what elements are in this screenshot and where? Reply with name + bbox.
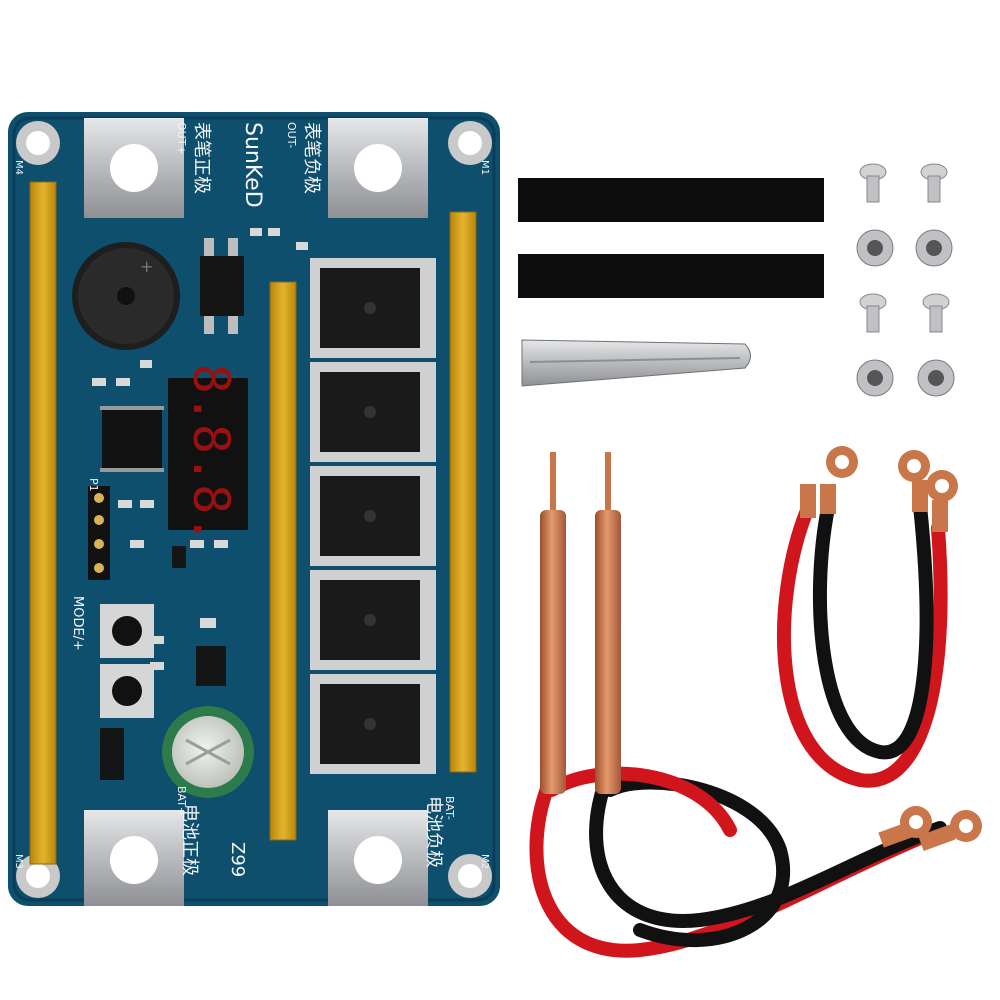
nut: [856, 229, 894, 267]
hole-label-m3: M3: [13, 854, 24, 869]
screw: [920, 163, 948, 203]
mosfet-array: [310, 258, 436, 774]
welding-pen: [595, 452, 621, 794]
mosfet: [310, 466, 436, 566]
pen-negative-label: 表笔负极: [301, 122, 322, 194]
terminal-pad-bat-plus: [84, 810, 184, 906]
screw: [922, 293, 950, 333]
mounting-hole-m1: [448, 121, 492, 165]
ring-terminal: [878, 806, 932, 848]
hole-label-m2: M2: [479, 854, 490, 869]
spring-clip: [521, 339, 751, 387]
pcb-board: + 8.8.8.: [8, 112, 500, 906]
gold-bus-bar-center: [269, 281, 297, 841]
battery-positive-label: 电池正极: [179, 804, 200, 876]
ring-terminal: [918, 810, 982, 851]
brand-label: SunKeD: [240, 122, 265, 208]
welding-pen-cables: [529, 766, 947, 958]
mode-button-label: MODE/+: [70, 596, 85, 651]
buzzer: +: [72, 242, 180, 350]
mounting-hole-m2: [448, 854, 492, 898]
mosfet: [310, 258, 436, 358]
ring-terminal: [820, 484, 836, 514]
terminal-pad-out-minus: [328, 118, 428, 218]
transistor: [172, 546, 186, 568]
battery-positive-sub-label: BAT+: [175, 786, 188, 816]
mounting-hole-m4: [16, 121, 60, 165]
ring-terminal: [898, 450, 930, 512]
screw: [859, 293, 887, 333]
mosfet: [310, 674, 436, 774]
pen-positive-sub-label: OUT+: [175, 122, 188, 155]
seven-segment-display: 8.8.8.: [168, 364, 248, 545]
voltage-regulator: [196, 646, 226, 686]
pen-negative-sub-label: OUT-: [285, 122, 298, 148]
display-digits: 8.8.8.: [182, 364, 240, 545]
header-pins: [88, 486, 110, 580]
mosfet: [310, 362, 436, 462]
mosfet: [310, 570, 436, 670]
diode: [100, 728, 124, 780]
battery-cable-pair: [777, 499, 948, 788]
start-button[interactable]: [100, 664, 154, 718]
regulator-chip: [200, 238, 244, 334]
tape-strip: [518, 254, 824, 298]
gold-bus-bar-left: [29, 181, 57, 865]
svg-text:+: +: [140, 257, 153, 276]
ring-terminal: [800, 446, 858, 518]
gold-bus-bar-right: [449, 211, 477, 773]
ring-terminal: [926, 470, 958, 532]
hole-label-m4: M4: [13, 160, 24, 175]
tape-strip: [518, 178, 824, 222]
hole-label-m1: M1: [479, 160, 490, 175]
header-label: P1: [87, 478, 100, 492]
pen-positive-label: 表笔正极: [191, 122, 212, 194]
mode-button[interactable]: [100, 604, 154, 658]
battery-negative-sub-label: BAT-: [443, 796, 456, 820]
nut: [915, 229, 953, 267]
welding-pen: [540, 452, 566, 794]
smd-components: [92, 228, 308, 670]
microcontroller-chip: [100, 406, 164, 472]
screw: [859, 163, 887, 203]
electrolytic-capacitor: [162, 706, 254, 798]
battery-negative-label: 电池负极: [423, 796, 444, 868]
nut: [856, 359, 894, 397]
model-label: Z99: [227, 842, 248, 877]
nut: [917, 359, 955, 397]
terminal-pad-out-plus: [84, 118, 184, 218]
mounting-hole-m3: [16, 854, 60, 898]
terminal-pad-bat-minus: [328, 810, 428, 906]
